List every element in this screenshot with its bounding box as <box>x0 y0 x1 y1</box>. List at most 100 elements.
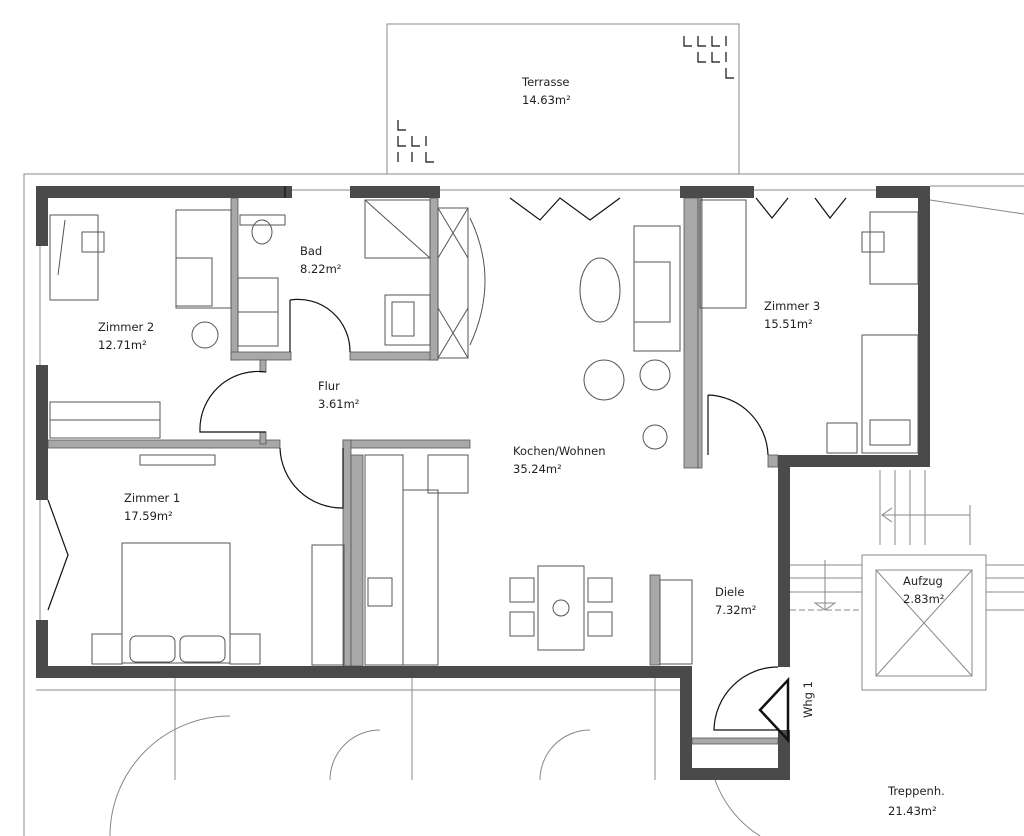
plan-line <box>875 569 973 677</box>
plan-line <box>329 729 381 781</box>
plan-shape <box>191 321 219 349</box>
washing-machine-icon <box>237 277 279 347</box>
plan-shape <box>342 439 471 449</box>
plan-shape <box>367 577 393 607</box>
plan-line <box>707 394 769 456</box>
plan-line <box>289 298 351 353</box>
plan-shape <box>587 611 613 637</box>
plan-shape <box>680 186 754 198</box>
plan-shape <box>876 186 930 198</box>
plan-line <box>437 307 469 359</box>
plan-shape <box>680 768 790 780</box>
zimmer2-area: 12.71m² <box>98 338 147 352</box>
diele-area: 7.32m² <box>715 603 756 617</box>
plan-shape <box>349 351 439 361</box>
treppenhaus-name: Treppenh. <box>887 784 945 798</box>
plan-shape <box>36 620 48 678</box>
plan-shape <box>649 574 661 666</box>
curved-wall <box>469 217 486 346</box>
plan-line <box>109 715 231 836</box>
plan-shape <box>552 599 570 617</box>
plan-shape <box>121 542 231 664</box>
plant-icon <box>191 321 219 349</box>
plan-line <box>755 197 847 219</box>
zimmer3-area: 15.51m² <box>764 317 813 331</box>
aufzug-area: 2.83m² <box>903 592 944 606</box>
tv-icon <box>139 454 216 466</box>
zimmer2-name: Zimmer 2 <box>98 320 154 334</box>
shower-icon <box>364 199 431 259</box>
elevator-shaft <box>861 554 987 691</box>
plan-shape <box>49 214 99 301</box>
plan-line <box>57 219 66 276</box>
plan-shape <box>402 489 439 666</box>
plan-shape <box>36 365 48 500</box>
desk-icon <box>861 211 919 285</box>
side-table-icon <box>639 359 671 391</box>
plan-shape <box>778 455 930 467</box>
plan-shape <box>259 431 267 445</box>
plan-shape <box>633 261 671 323</box>
flur-name: Flur <box>318 379 340 393</box>
plan-line <box>47 499 69 611</box>
plan-shape <box>311 544 345 666</box>
plan-shape <box>778 455 790 667</box>
plan-shape <box>861 334 919 454</box>
plan-shape <box>869 419 911 446</box>
shelf-icon <box>437 207 469 359</box>
plan-line <box>509 197 621 221</box>
plan-line <box>199 370 267 433</box>
plan-shape <box>36 186 48 246</box>
sink-icon <box>384 294 431 346</box>
plan-shape <box>230 351 292 361</box>
plan-shape <box>251 219 273 245</box>
building-outline <box>23 23 1024 836</box>
armchair-icon <box>583 359 625 401</box>
plan-shape <box>861 231 885 253</box>
plan-shape <box>350 186 440 198</box>
plan-line <box>279 447 344 509</box>
zimmer1-area: 17.59m² <box>124 509 173 523</box>
plan-shape <box>36 666 692 678</box>
plan-line <box>364 199 431 259</box>
wardrobe-icon <box>699 199 747 309</box>
plan-shape <box>47 439 281 449</box>
plan-shape <box>429 197 439 361</box>
plan-shape <box>230 197 239 361</box>
plan-shape <box>659 579 693 665</box>
plan-shape <box>129 635 176 663</box>
plan-shape <box>437 207 469 359</box>
plan-shape <box>364 454 404 666</box>
plan-shape <box>537 565 585 651</box>
plan-shape <box>36 186 292 198</box>
plan-shape <box>237 277 279 313</box>
plan-shape <box>384 294 431 346</box>
terrasse-area: 14.63m² <box>522 93 571 107</box>
plan-shape <box>918 186 930 467</box>
plan-shape <box>391 301 415 337</box>
sofa-icon <box>175 209 232 309</box>
plan-line <box>881 507 893 523</box>
plan-shape <box>680 666 692 780</box>
plan-line <box>683 36 734 79</box>
aufzug-name: Aufzug <box>903 574 943 588</box>
plan-shape <box>778 730 790 780</box>
kochen-name: Kochen/Wohnen <box>513 444 606 458</box>
toilet-icon <box>239 214 286 245</box>
plan-shape <box>427 454 469 494</box>
entrance-label: Whg 1 <box>801 681 815 718</box>
nightstand-icon <box>91 633 123 665</box>
stairwell <box>790 470 1024 691</box>
plan-shape <box>175 257 213 307</box>
entrance-arrow-icon <box>758 676 790 744</box>
plan-shape <box>509 611 535 637</box>
bed-icon <box>861 334 919 454</box>
plan-line <box>713 666 779 731</box>
plan-shape <box>23 173 1024 836</box>
plan-shape <box>767 454 779 468</box>
desk-icon <box>49 214 105 301</box>
flur-area: 3.61m² <box>318 397 359 411</box>
wardrobe-icon <box>659 579 693 665</box>
terrasse-name: Terrasse <box>521 75 570 89</box>
plan-line <box>813 602 837 611</box>
